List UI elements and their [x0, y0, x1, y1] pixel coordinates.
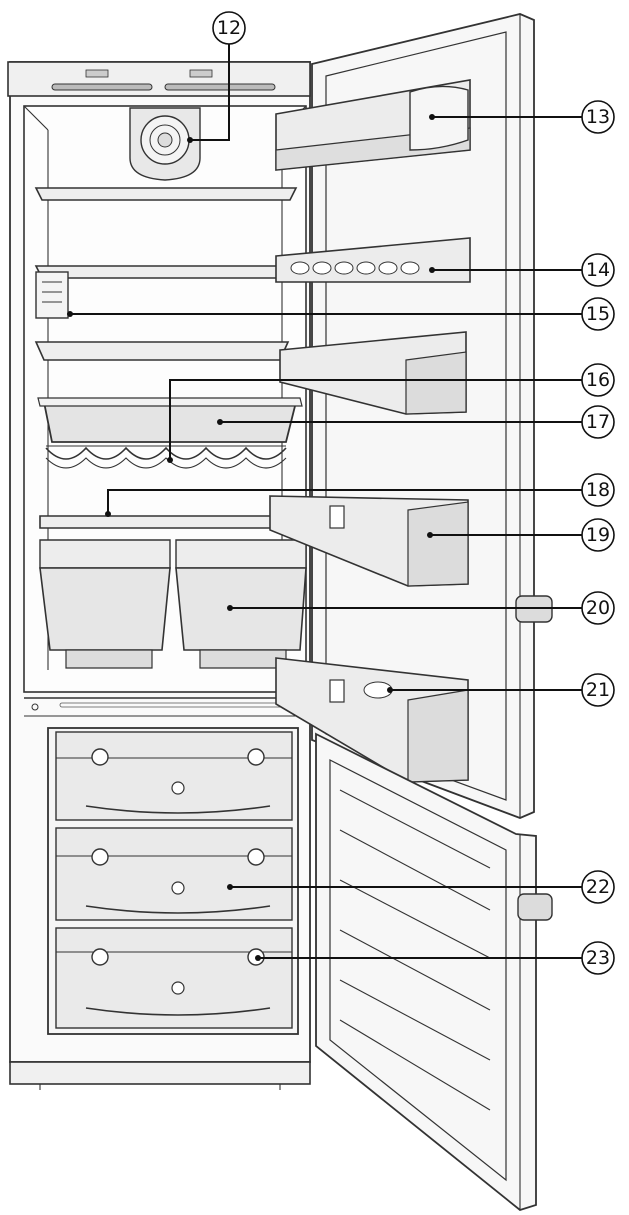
crisper-drawer: [175, 539, 307, 669]
callout-22: 22: [581, 870, 615, 904]
callout-16: 16: [581, 363, 615, 397]
freezer-drawer-top: [55, 731, 293, 821]
callout-21: 21: [581, 673, 615, 707]
svg-text:18: 18: [586, 479, 610, 501]
leader-lines: [70, 44, 582, 959]
plinth: [9, 1061, 311, 1085]
svg-text:17: 17: [586, 411, 610, 433]
callout-13: 13: [581, 100, 615, 134]
callout-20: 20: [581, 591, 615, 625]
display-left: [85, 69, 109, 78]
door-shelf-middle: [269, 495, 469, 587]
fridge-door: [269, 13, 553, 819]
callout-23: 23: [581, 941, 615, 975]
door-compartment-top: [275, 79, 471, 171]
freezer-drawer: [55, 827, 293, 921]
callout-17: 17: [581, 405, 615, 439]
svg-text:16: 16: [586, 369, 610, 391]
freezer-door: [315, 732, 553, 1212]
svg-text:22: 22: [586, 876, 610, 898]
svg-text:20: 20: [586, 597, 610, 619]
shelf-top: [34, 187, 298, 201]
svg-text:19: 19: [586, 524, 610, 546]
display-right: [189, 69, 213, 78]
callout-19: 19: [581, 518, 615, 552]
fan: [129, 107, 201, 181]
svg-text:14: 14: [586, 259, 610, 281]
door-shelf-upper: [279, 331, 467, 415]
callout-15: 15: [581, 297, 615, 331]
callout-14: 14: [581, 253, 615, 287]
callout-18: 18: [581, 473, 615, 507]
control-panel-buttons-left: [51, 83, 153, 91]
control-panel: [7, 61, 311, 97]
svg-text:12: 12: [217, 17, 241, 39]
interior-light: [35, 271, 69, 319]
svg-text:13: 13: [586, 106, 610, 128]
bottle-rack: [45, 445, 287, 469]
leader-dots: [67, 114, 435, 961]
shelf-second: [34, 265, 298, 279]
svg-text:21: 21: [586, 679, 610, 701]
freezer-door-handle: [517, 893, 553, 921]
svg-text:23: 23: [586, 947, 610, 969]
divider-shelf: [39, 515, 301, 529]
shelf-third: [34, 341, 290, 361]
callout-12: 12: [212, 11, 246, 45]
egg-tray: [275, 237, 471, 283]
svg-text:15: 15: [586, 303, 610, 325]
control-panel-buttons-right: [164, 83, 276, 91]
cabinet: [7, 61, 311, 1090]
freezer-drawer-bottom: [55, 927, 293, 1029]
crisper-drawer-left: [39, 539, 171, 669]
